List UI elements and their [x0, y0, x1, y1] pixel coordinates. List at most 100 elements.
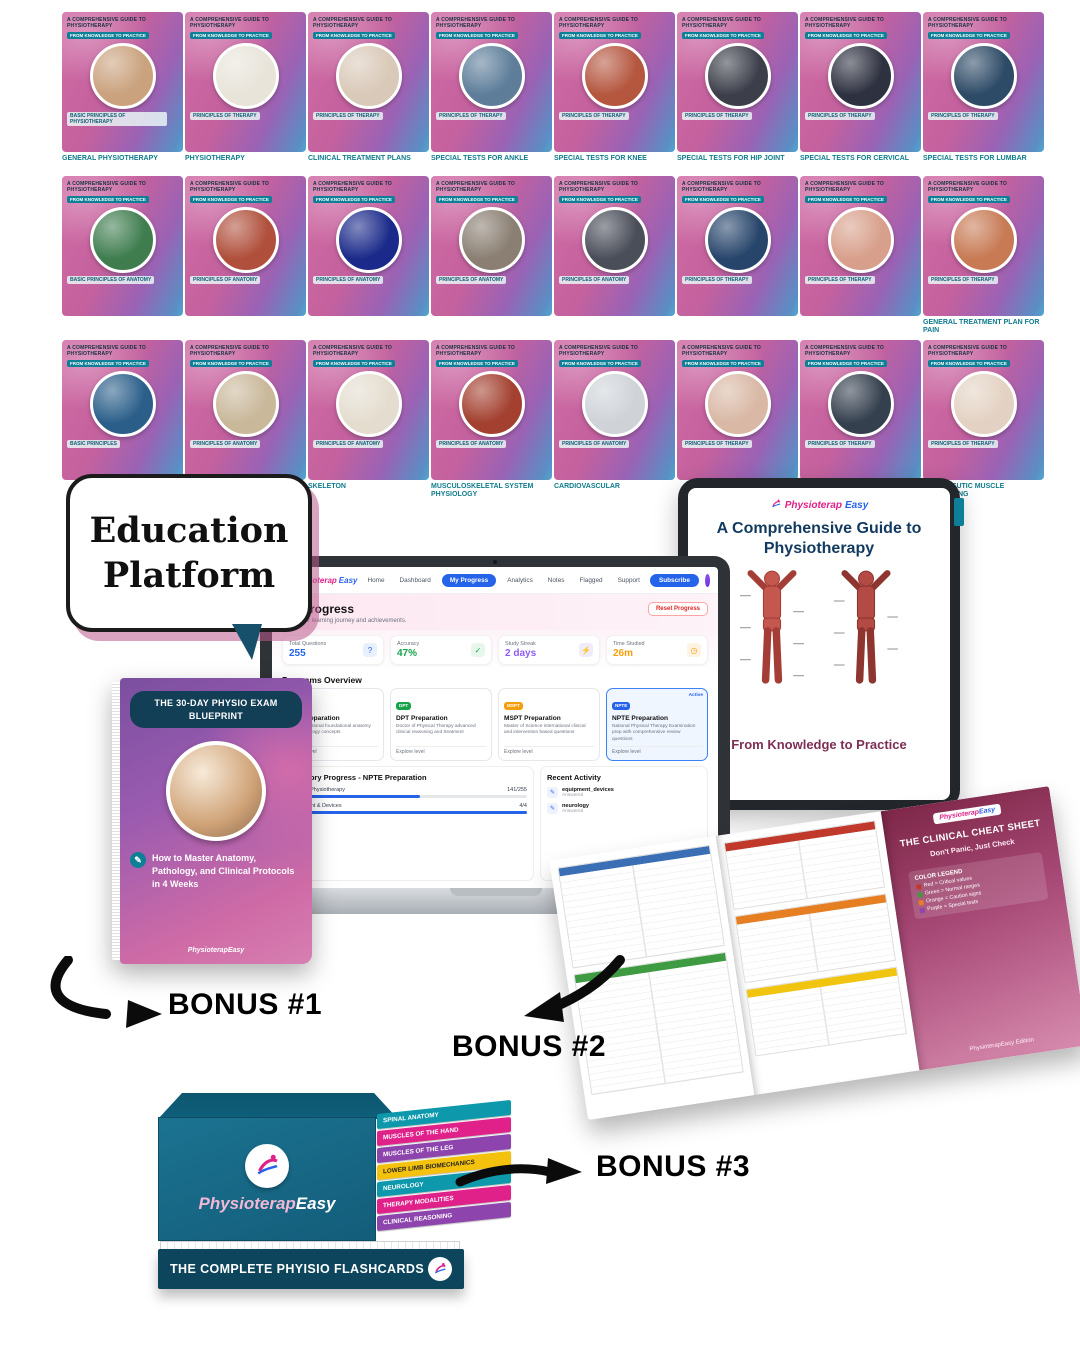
ebook-cover-card: A COMPREHENSIVE GUIDE TO PHYSIOTHERAPY F…: [308, 340, 429, 480]
recent-activity-item[interactable]: ✎ neurology Answered: [547, 803, 701, 815]
legend-color-dot: [919, 907, 925, 914]
cover-top-badge: A COMPREHENSIVE GUIDE TO PHYSIOTHERAPY: [682, 181, 761, 194]
cover-caption: SPECIAL TESTS FOR ANKLE: [431, 155, 529, 162]
ebook-cover: A COMPREHENSIVE GUIDE TO PHYSIOTHERAPY F…: [185, 12, 306, 172]
cover-photo: [212, 42, 279, 109]
ebook-cover: A COMPREHENSIVE GUIDE TO PHYSIOTHERAPY F…: [677, 340, 798, 500]
cover-sub-badge: FROM KNOWLEDGE TO PRACTICE: [559, 31, 641, 39]
nav-menu-item[interactable]: Notes: [547, 576, 565, 584]
bonus-book: THE 30-DAY PHYSIO EXAM BLUEPRINT ✎ How t…: [112, 678, 312, 964]
cover-title: PRINCIPLES OF THERAPY: [805, 111, 875, 120]
cover-photo: [458, 370, 525, 437]
cover-top-badge: A COMPREHENSIVE GUIDE TO PHYSIOTHERAPY: [190, 17, 269, 30]
nav-menu-item[interactable]: Support: [617, 576, 640, 584]
ebook-cover: A COMPREHENSIVE GUIDE TO PHYSIOTHERAPY F…: [923, 176, 1044, 336]
cover-top-badge: A COMPREHENSIVE GUIDE TO PHYSIOTHERAPY: [67, 345, 146, 358]
nav-menu-item[interactable]: My Progress: [441, 573, 497, 587]
cover-title: PRINCIPLES OF THERAPY: [928, 275, 998, 284]
subscribe-button[interactable]: Subscribe: [649, 573, 699, 587]
ebook-cover-card: A COMPREHENSIVE GUIDE TO PHYSIOTHERAPY F…: [62, 340, 183, 480]
cover-top-badge: A COMPREHENSIVE GUIDE TO PHYSIOTHERAPY: [436, 181, 515, 194]
cover-photo: [581, 42, 648, 109]
cover-top-badge: A COMPREHENSIVE GUIDE TO PHYSIOTHERAPY: [559, 17, 638, 30]
program-card[interactable]: DPT DPT Preparation Doctor of Physical T…: [390, 688, 492, 762]
stat-icon: ⚡: [579, 643, 593, 657]
cover-sub-badge: FROM KNOWLEDGE TO PRACTICE: [805, 195, 887, 203]
programs-heading: Programs Overview: [282, 675, 362, 685]
cover-photo: [89, 370, 156, 437]
program-tag: NPTE: [612, 701, 631, 710]
cover-title: PRINCIPLES OF THERAPY: [682, 439, 752, 448]
cover-caption: [554, 319, 675, 336]
bonus-1-label: BONUS #1: [168, 988, 323, 1021]
cover-sub-badge: FROM KNOWLEDGE TO PRACTICE: [313, 195, 395, 203]
avatar[interactable]: [704, 573, 710, 587]
ebook-cover: A COMPREHENSIVE GUIDE TO PHYSIOTHERAPY F…: [677, 176, 798, 336]
stats-row: Total Questions 255 ? Accuracy 47% ✓ Stu…: [272, 630, 718, 670]
cover-sub-badge: FROM KNOWLEDGE TO PRACTICE: [928, 31, 1010, 39]
category-value: 141/255: [507, 787, 527, 794]
program-explore-link[interactable]: Explore level: [396, 746, 486, 755]
cover-photo: [458, 206, 525, 273]
program-explore-link[interactable]: Explore level: [504, 746, 594, 755]
cover-photo: [458, 42, 525, 109]
ebook-title: A Comprehensive Guide to Physiotherapy: [716, 520, 922, 557]
ebook-cover-card: A COMPREHENSIVE GUIDE TO PHYSIOTHERAPY F…: [431, 176, 552, 316]
arrow-to-bonus-2: [524, 955, 625, 1022]
program-card[interactable]: MSPT MSPT Preparation Master of Science …: [498, 688, 600, 762]
cover-top-badge: A COMPREHENSIVE GUIDE TO PHYSIOTHERAPY: [313, 181, 392, 194]
ebook-cover-card: A COMPREHENSIVE GUIDE TO PHYSIOTHERAPY F…: [308, 12, 429, 152]
cover-caption: [62, 319, 183, 336]
ebook-cover-card: A COMPREHENSIVE GUIDE TO PHYSIOTHERAPY F…: [677, 176, 798, 316]
nav-menu-item[interactable]: Flagged: [579, 576, 603, 584]
cover-sub-badge: FROM KNOWLEDGE TO PRACTICE: [805, 359, 887, 367]
cover-title: PRINCIPLES OF THERAPY: [928, 111, 998, 120]
stat-label: Study Streak: [505, 641, 536, 647]
program-explore-link[interactable]: Explore level: [612, 746, 702, 755]
category-progressbar-fill: [289, 811, 527, 815]
cover-photo: [581, 370, 648, 437]
cover-sub-badge: FROM KNOWLEDGE TO PRACTICE: [190, 31, 272, 39]
cover-caption: CARDIOVASCULAR: [554, 483, 620, 490]
cover-photo: [335, 42, 402, 109]
cover-title: PRINCIPLES OF ANATOMY: [190, 275, 261, 284]
nav-menu-item[interactable]: Home: [367, 576, 385, 584]
cover-sub-badge: FROM KNOWLEDGE TO PRACTICE: [313, 31, 395, 39]
stat-value: 255: [289, 648, 306, 659]
ebook-cover-card: A COMPREHENSIVE GUIDE TO PHYSIOTHERAPY F…: [62, 176, 183, 316]
cover-caption: [308, 319, 429, 336]
cover-title: PRINCIPLES OF THERAPY: [559, 111, 629, 120]
cover-top-badge: A COMPREHENSIVE GUIDE TO PHYSIOTHERAPY: [805, 181, 884, 194]
ebook-cover-card: A COMPREHENSIVE GUIDE TO PHYSIOTHERAPY F…: [923, 340, 1044, 480]
recent-activity-item[interactable]: ✎ equipment_devices Answered: [547, 787, 701, 799]
book-page-edge: [112, 682, 122, 960]
program-tag: MSPT: [504, 701, 523, 710]
program-description: Doctor of Physical Therapy advanced clin…: [396, 724, 476, 736]
arrow-to-bonus-1: [50, 956, 162, 1028]
program-card[interactable]: NPTE Active NPTE Preparation National Ph…: [606, 688, 708, 762]
recent-activity-heading: Recent Activity: [547, 773, 601, 783]
cover-title: PRINCIPLES OF THERAPY: [805, 275, 875, 284]
cover-photo: [89, 42, 156, 109]
cover-title: PRINCIPLES OF ANATOMY: [436, 275, 507, 284]
program-name: DPT Preparation: [396, 715, 448, 722]
flashcard-box-front: PhysioterapEasy: [158, 1117, 376, 1241]
cover-photo: [950, 42, 1017, 109]
nav-menu-item[interactable]: Dashboard: [399, 576, 431, 584]
cover-sub-badge: FROM KNOWLEDGE TO PRACTICE: [928, 359, 1010, 367]
reset-progress-button[interactable]: Reset Progress: [647, 602, 708, 616]
cover-sub-badge: FROM KNOWLEDGE TO PRACTICE: [682, 195, 764, 203]
brand-part1: Physioterap: [938, 808, 980, 822]
cover-caption: [800, 319, 921, 336]
cover-title: PRINCIPLES OF THERAPY: [805, 439, 875, 448]
ebook-cover: A COMPREHENSIVE GUIDE TO PHYSIOTHERAPY F…: [923, 340, 1044, 500]
progress-hero: My Progress Track your learning journey …: [272, 594, 718, 630]
program-explore-link[interactable]: Explore level: [288, 746, 378, 755]
nav-menu-item[interactable]: Analytics: [507, 576, 533, 584]
category-progressbar-fill: [289, 795, 420, 799]
ebook-cover-card: A COMPREHENSIVE GUIDE TO PHYSIOTHERAPY F…: [185, 176, 306, 316]
legend-color-dot: [917, 899, 924, 906]
